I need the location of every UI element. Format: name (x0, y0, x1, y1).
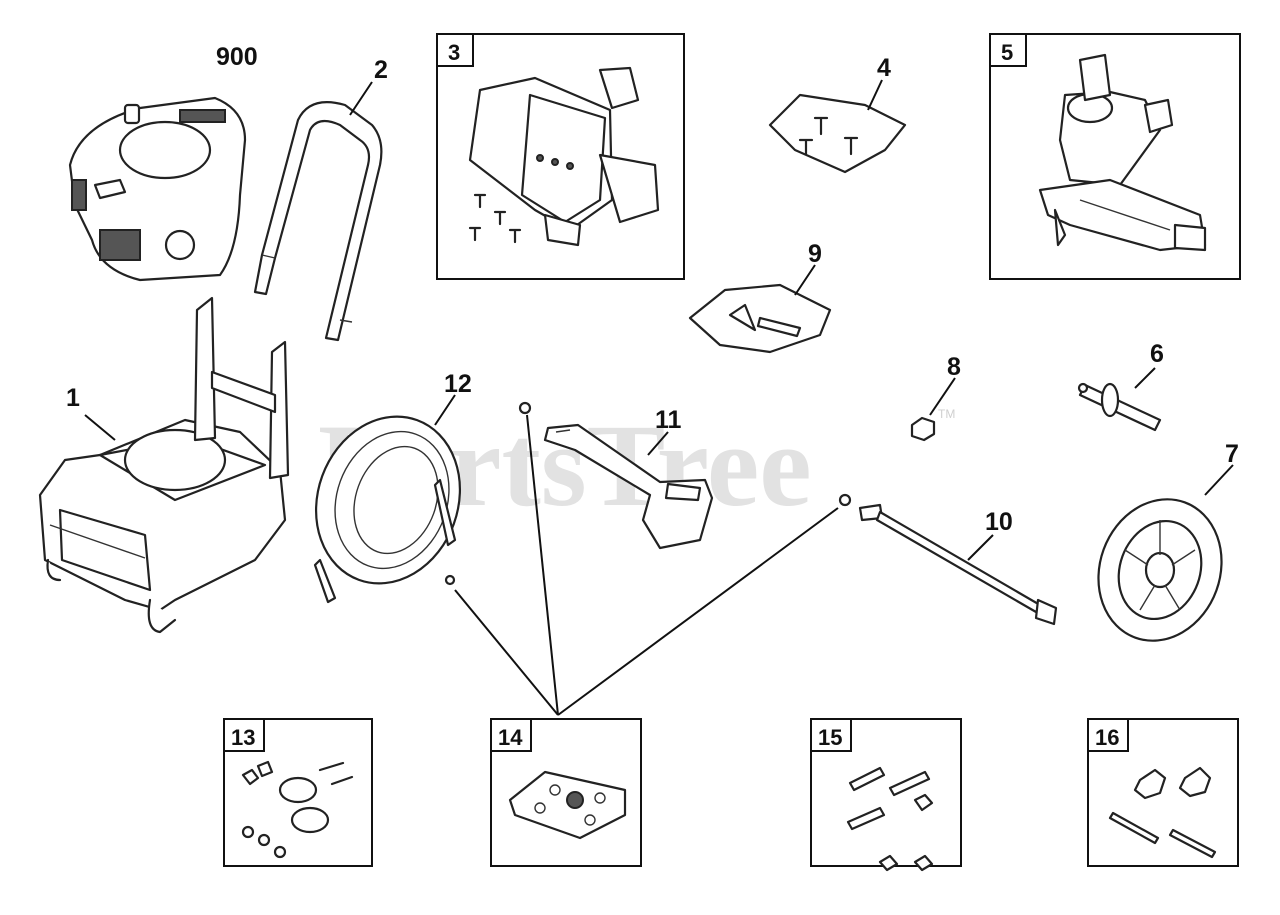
part-spray-gun[interactable] (518, 401, 714, 550)
callout-900: 900 (216, 43, 258, 71)
part-handle[interactable] (253, 101, 383, 342)
callout-10: 10 (985, 508, 1013, 536)
box-label-15: 15 (818, 725, 842, 750)
box-label-3: 3 (448, 40, 460, 65)
callout-2: 2 (374, 56, 388, 84)
kit-box-13[interactable]: 13 (223, 718, 373, 867)
leader-to-14-from-hose (454, 589, 559, 716)
part-hose[interactable] (293, 396, 483, 604)
callout-7: 7 (1225, 440, 1239, 468)
part-wand[interactable] (838, 493, 1058, 626)
leader-to-14-from-gun (526, 414, 559, 716)
box-label-5: 5 (1001, 40, 1013, 65)
callout-12: 12 (444, 370, 472, 398)
box-label-16: 16 (1095, 725, 1119, 750)
callout-9: 9 (808, 240, 822, 268)
callout-4: 4 (877, 54, 891, 82)
box-label-14: 14 (498, 725, 523, 750)
box-label-13: 13 (231, 725, 255, 750)
part-axle[interactable] (1077, 382, 1162, 432)
watermark-tm: TM (938, 407, 955, 421)
part-engine[interactable] (68, 96, 247, 282)
callout-6: 6 (1150, 340, 1164, 368)
kit-box-15[interactable]: 15 (810, 718, 962, 872)
part-base[interactable] (38, 296, 290, 634)
kit-box-5[interactable]: 5 (989, 33, 1241, 280)
kit-box-3[interactable]: 3 (436, 33, 685, 280)
callout-8: 8 (947, 353, 961, 381)
part-wheel[interactable] (1079, 482, 1241, 658)
part-nut[interactable] (910, 416, 936, 442)
part-bolt-bag-9[interactable] (688, 283, 832, 354)
leader-to-14-from-wand (557, 507, 839, 716)
kit-box-16[interactable]: 16 (1087, 718, 1239, 867)
callout-1: 1 (66, 384, 80, 412)
callout-11: 11 (655, 406, 682, 434)
part-bolt-bag-4[interactable] (768, 93, 907, 174)
kit-box-14[interactable]: 14 (490, 718, 642, 867)
